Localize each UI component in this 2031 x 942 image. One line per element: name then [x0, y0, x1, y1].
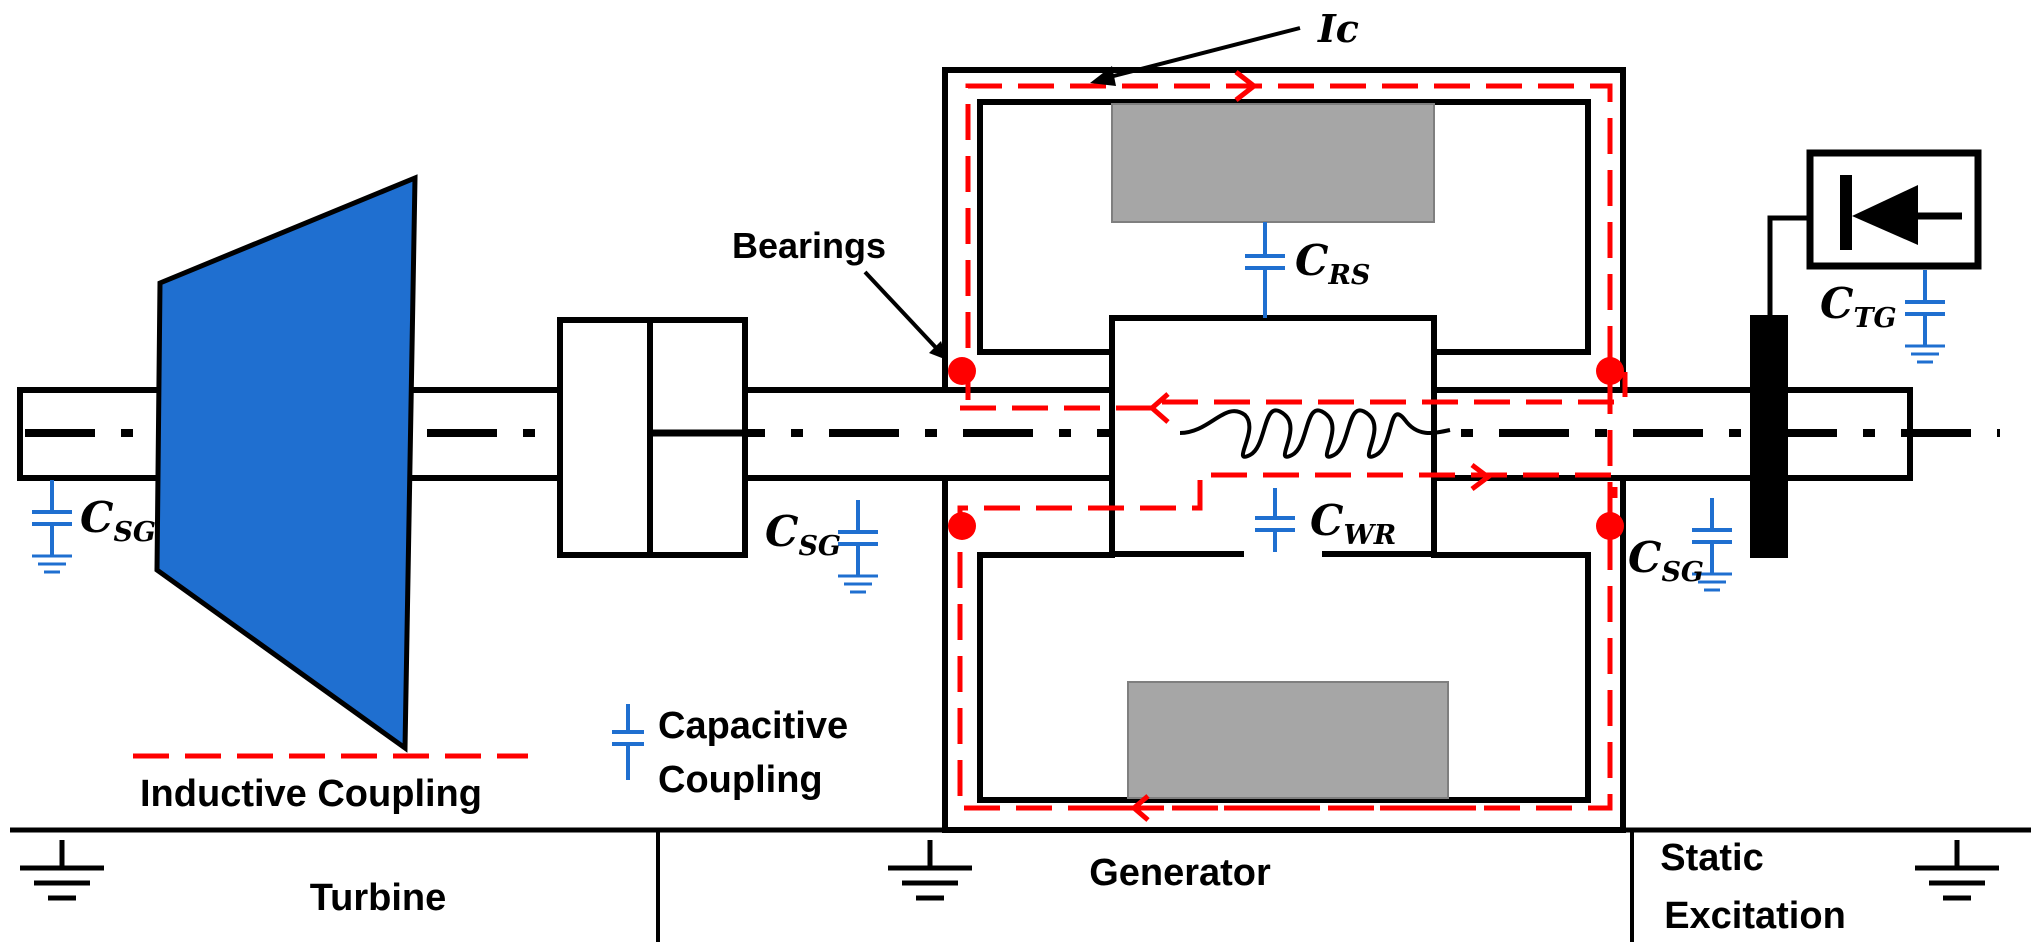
turbine-body	[154, 174, 418, 753]
ground-symbol-icon	[888, 840, 972, 898]
exciter-lead	[1767, 215, 1810, 315]
rotor-winding-coil-icon	[1179, 408, 1451, 459]
legend-capacitive-label-line1: Capacitive	[658, 705, 848, 747]
bearing-dot-icon	[948, 357, 976, 385]
c-sg-label-exciter: CSG	[1628, 533, 1704, 588]
bearing-dot-icon	[1596, 512, 1624, 540]
capacitor-symbol-icon	[1255, 488, 1295, 552]
legend-capacitor-icon	[612, 704, 644, 780]
bearing-dot-icon	[948, 512, 976, 540]
c-wr-label: CWR	[1310, 496, 1396, 551]
ic-arrow	[1097, 26, 1301, 82]
bearing-dot-icon	[1596, 357, 1624, 385]
capacitor-symbol-icon	[1245, 222, 1285, 318]
ground-symbol-icon	[20, 840, 104, 898]
diode-icon	[1806, 149, 1982, 270]
capacitor-symbol-icon	[30, 478, 74, 574]
rotor-gap	[1244, 546, 1322, 560]
legend-capacitive-label-line2: Coupling	[658, 759, 823, 801]
bearings-arrow	[863, 270, 942, 354]
ic-arrowhead	[1090, 66, 1116, 86]
legend-inductive-label: Inductive Coupling	[140, 773, 482, 815]
ground-symbol-icon	[1915, 840, 1999, 898]
stator-core-top	[1111, 103, 1435, 223]
capacitor-symbol-icon	[836, 498, 880, 594]
capacitor-symbol-icon	[1903, 268, 1947, 364]
generator-label: Generator	[1089, 852, 1271, 894]
bearings-arrowhead	[929, 341, 947, 360]
c-sg-label-coupling: CSG	[765, 507, 841, 562]
c-sg-label-turbine: CSG	[80, 493, 156, 548]
static-excitation-label-line2: Excitation	[1664, 895, 1846, 937]
stator-core-bottom	[1127, 681, 1449, 799]
static-excitation-label-line1: Static	[1660, 837, 1763, 879]
shaft-coupling	[557, 317, 748, 558]
turbine-label: Turbine	[310, 877, 447, 919]
inductive-current-path	[957, 70, 1628, 822]
exciter-slip-ring	[1750, 315, 1788, 558]
c-tg-label: CTG	[1820, 279, 1897, 334]
c-rs-label: CRS	[1295, 236, 1370, 291]
ic-label: Ic	[1317, 6, 1359, 51]
bearings-label: Bearings	[732, 225, 886, 266]
